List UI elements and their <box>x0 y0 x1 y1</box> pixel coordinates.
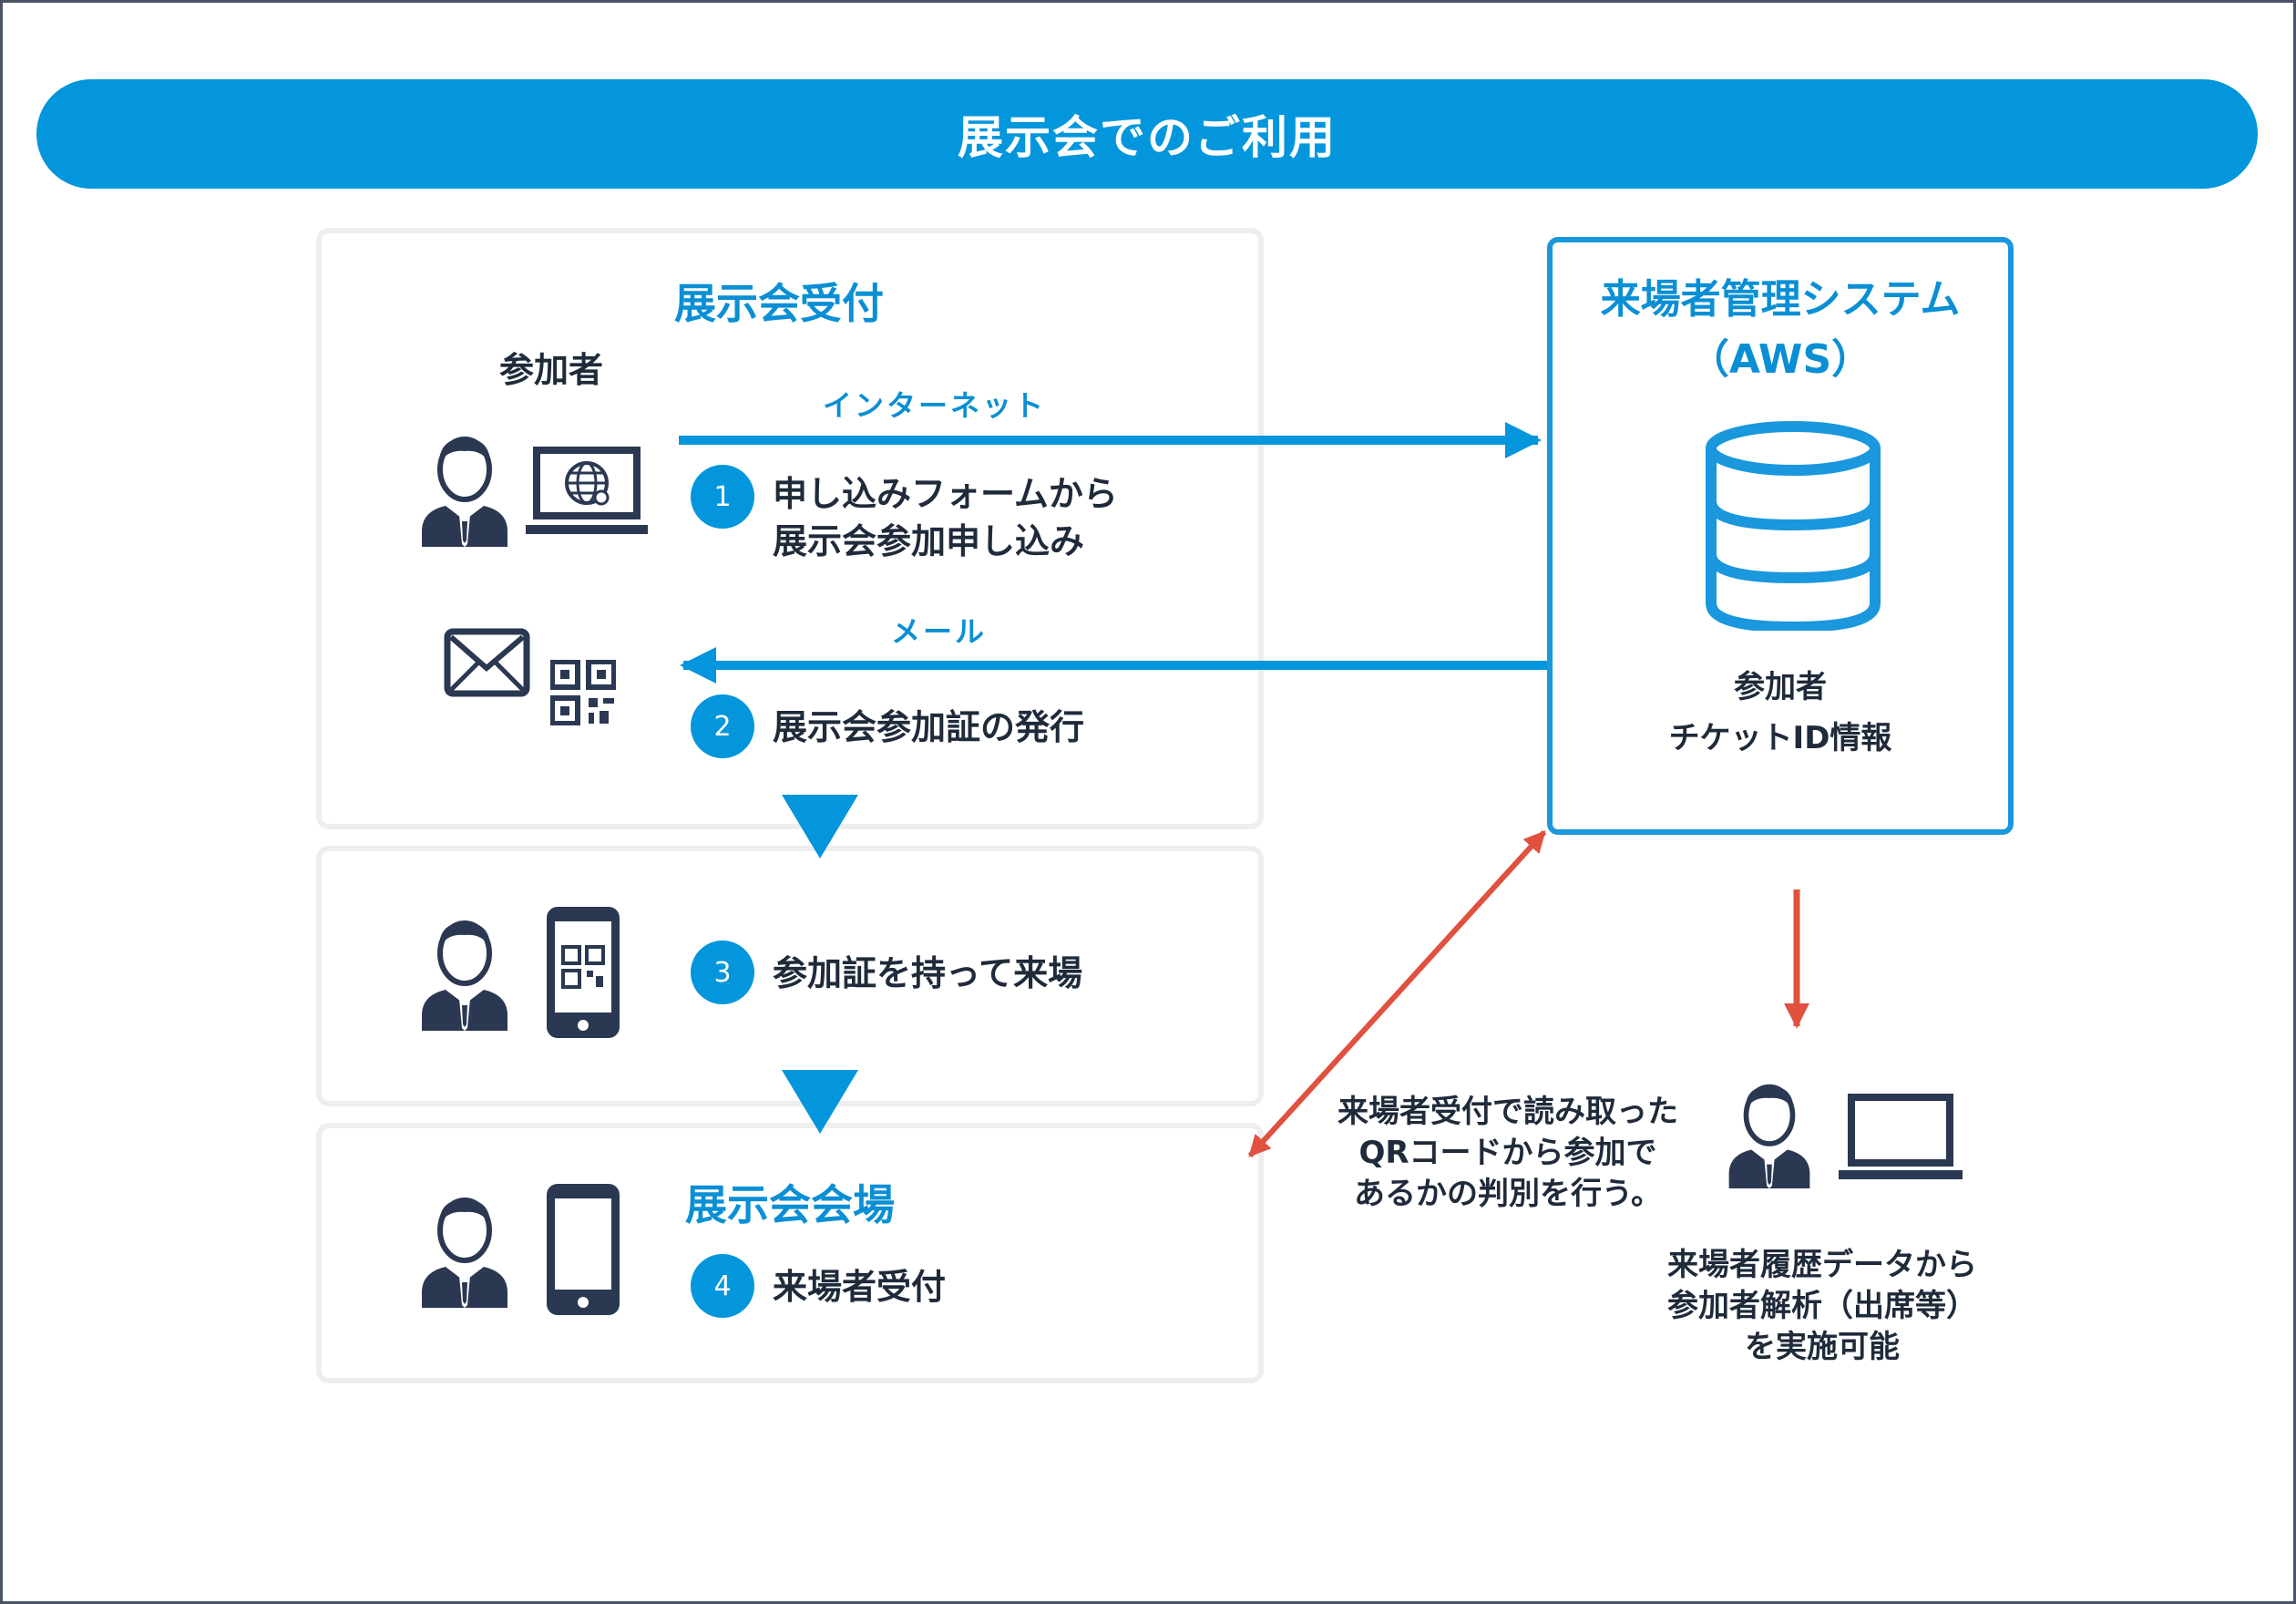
venue-title: 展示会会場 <box>685 1180 895 1229</box>
qr-note-line3: あるかの判別を行う。 <box>1354 1176 1662 1212</box>
step-badge-3: 3 <box>691 941 754 1004</box>
analysis-note-line2: 参加者解析（出席等） <box>1667 1288 1977 1324</box>
step2-text: 展示会参加証の発行 <box>773 707 1085 747</box>
internet-label: インターネット <box>823 388 1047 423</box>
page-title: 展示会でのご利用 <box>958 111 1337 164</box>
step3-text: 参加証を持って来場 <box>773 953 1083 993</box>
analysis-note-line3: を実施可能 <box>1745 1329 1900 1365</box>
participant-label: 参加者 <box>499 350 604 390</box>
step1-line2: 展示会参加申し込み <box>773 521 1085 561</box>
step1-line1: 申し込みフォームから <box>773 474 1118 514</box>
flow-down-arrow-2 <box>782 1070 858 1134</box>
laptop-globe-icon <box>526 447 648 534</box>
page-title-banner: 展示会でのご利用 <box>36 79 2258 189</box>
reception-panel <box>316 228 1264 829</box>
person-icon <box>1728 1084 1810 1188</box>
system-title-line1: 来場者管理システム <box>1600 276 1961 323</box>
analysis-note-line1: 来場者履歴データから <box>1667 1247 1977 1283</box>
smartphone-qr-icon <box>547 907 620 1038</box>
step-badge-1: 1 <box>691 465 754 529</box>
system-info-line1: 参加者 <box>1734 669 1827 705</box>
person-icon <box>422 437 507 547</box>
mail-label: メール <box>891 614 988 649</box>
laptop-icon <box>1839 1094 1963 1179</box>
qr-code-icon <box>550 660 616 725</box>
person-icon <box>422 920 507 1031</box>
step-badge-4: 4 <box>691 1254 754 1318</box>
database-icon <box>1706 421 1881 631</box>
system-title-line2: （AWS） <box>1688 336 1872 383</box>
envelope-icon <box>444 628 530 697</box>
system-info: 参加者 チケットID情報 <box>1553 662 2008 764</box>
step1-text: 申し込みフォームから 展示会参加申し込み <box>773 470 1118 565</box>
visitor-management-system-box: 来場者管理システム （AWS） 参加者 チケットID情報 <box>1547 237 2014 835</box>
person-icon <box>422 1198 507 1308</box>
analysis-note: 来場者履歴データから 参加者解析（出席等） を実施可能 <box>1631 1245 2014 1368</box>
smartphone-icon <box>547 1184 620 1315</box>
reception-title: 展示会受付 <box>674 279 884 328</box>
system-info-line2: チケットID情報 <box>1668 720 1892 756</box>
flow-down-arrow-1 <box>782 795 858 859</box>
system-title: 来場者管理システム （AWS） <box>1553 270 2008 390</box>
step4-text: 来場者受付 <box>773 1267 947 1307</box>
step-badge-2: 2 <box>691 694 754 758</box>
qr-verification-arrow <box>1247 829 1547 1158</box>
